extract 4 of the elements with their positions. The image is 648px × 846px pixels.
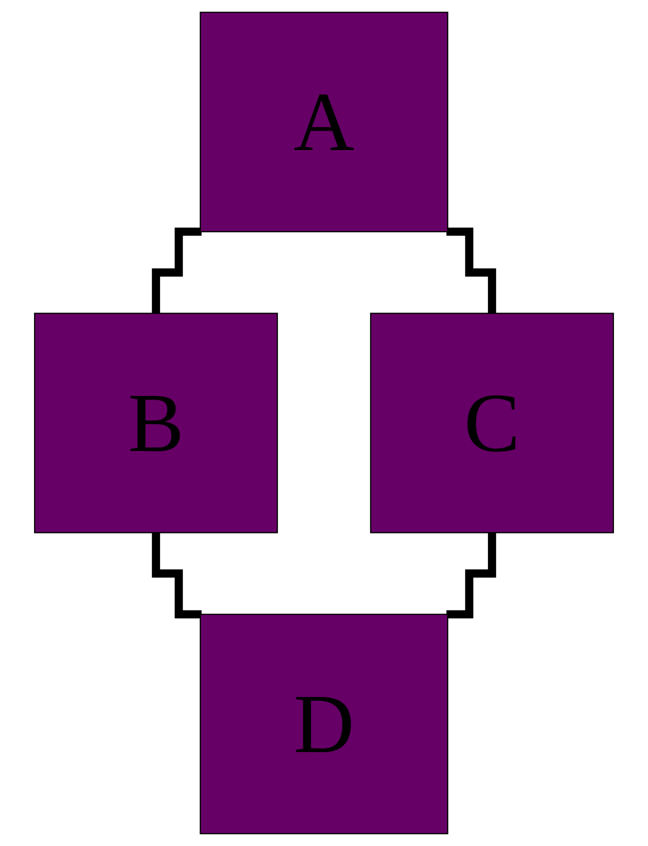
node-box: A <box>200 12 448 232</box>
node-box: B <box>34 312 278 534</box>
node-box: C <box>370 312 614 534</box>
node-box: D <box>200 614 448 834</box>
